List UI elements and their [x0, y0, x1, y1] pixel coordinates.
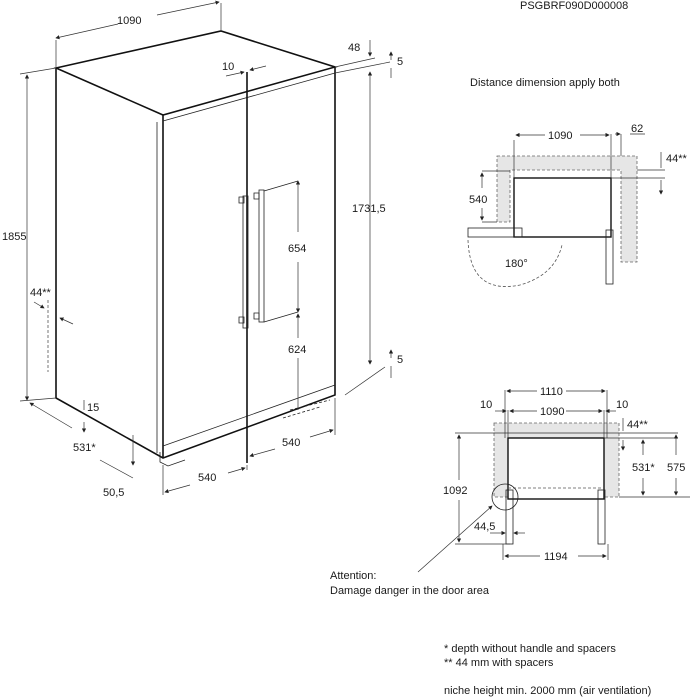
dim-foot: 15 — [87, 402, 99, 414]
dim-height: 1855 — [2, 231, 26, 243]
dim-door-height: 1731,5 — [352, 203, 386, 215]
dim-door-gap: 10 — [222, 61, 234, 73]
bottom-dim-open-width: 1194 — [544, 551, 568, 563]
dim-handle-length: 654 — [288, 243, 306, 255]
top-dim-width: 1090 — [548, 130, 572, 142]
door-handle-right — [253, 180, 299, 323]
dim-door-width-right: 540 — [282, 437, 300, 449]
bottom-dim-depth-total: 575 — [667, 462, 685, 474]
note-depth: * depth without handle and spacers — [444, 643, 616, 655]
door-left-open — [467, 227, 523, 238]
note-spacers: ** 44 mm with spacers — [444, 657, 554, 669]
door-handle-left — [238, 195, 249, 329]
bottom-dim-gap-left: 10 — [480, 399, 492, 411]
top-dim-door-width: 540 — [469, 194, 487, 206]
attention-label: Attention: — [330, 570, 376, 582]
dim-gap-bottom: 5 — [397, 354, 403, 366]
top-view-diagram: Distance dimension apply both 1090 62 44… — [467, 77, 688, 287]
fridge-perspective — [47, 30, 338, 467]
document-code: PSGBRF090D000008 — [520, 0, 628, 12]
top-angle: 180° — [505, 258, 528, 270]
bottom-dim-depth: 531* — [632, 462, 655, 474]
attention-text: Damage danger in the door area — [330, 585, 490, 597]
note-niche-height: niche height min. 2000 mm (air ventilati… — [444, 685, 651, 697]
dim-gap-top: 5 — [397, 56, 403, 68]
top-dim-spacer: 44** — [666, 153, 688, 165]
dim-foot-depth: 50,5 — [103, 487, 124, 499]
bottom-dim-open-depth: 1092 — [443, 485, 467, 497]
dim-width: 1090 — [117, 15, 141, 27]
bottom-dim-width: 1090 — [540, 406, 564, 418]
bottom-dim-gap-right: 10 — [616, 399, 628, 411]
bottom-dim-spacer: 44** — [627, 419, 649, 431]
perspective-dimensions: 1090 1855 1731,5 48 5 5 10 654 624 44** … — [2, 2, 403, 499]
bottom-dim-outer-width: 1110 — [540, 386, 563, 398]
dim-depth: 531* — [73, 442, 96, 454]
dim-top-gap: 48 — [348, 42, 360, 54]
top-view-title: Distance dimension apply both — [470, 77, 620, 89]
door-right — [597, 489, 606, 545]
dim-handle-floor: 624 — [288, 344, 306, 356]
bottom-view-diagram: 1110 1090 10 10 44** 531* 575 1092 44,5 … — [417, 386, 690, 573]
dim-spacer: 44** — [30, 287, 52, 299]
attention-arrow — [417, 505, 493, 573]
danger-zone-circle — [491, 483, 519, 511]
bottom-dim-offset: 44,5 — [474, 521, 495, 533]
dim-door-width-left: 540 — [198, 472, 216, 484]
door-right-closed — [605, 229, 614, 285]
top-dim-side-gap: 62 — [631, 123, 643, 135]
